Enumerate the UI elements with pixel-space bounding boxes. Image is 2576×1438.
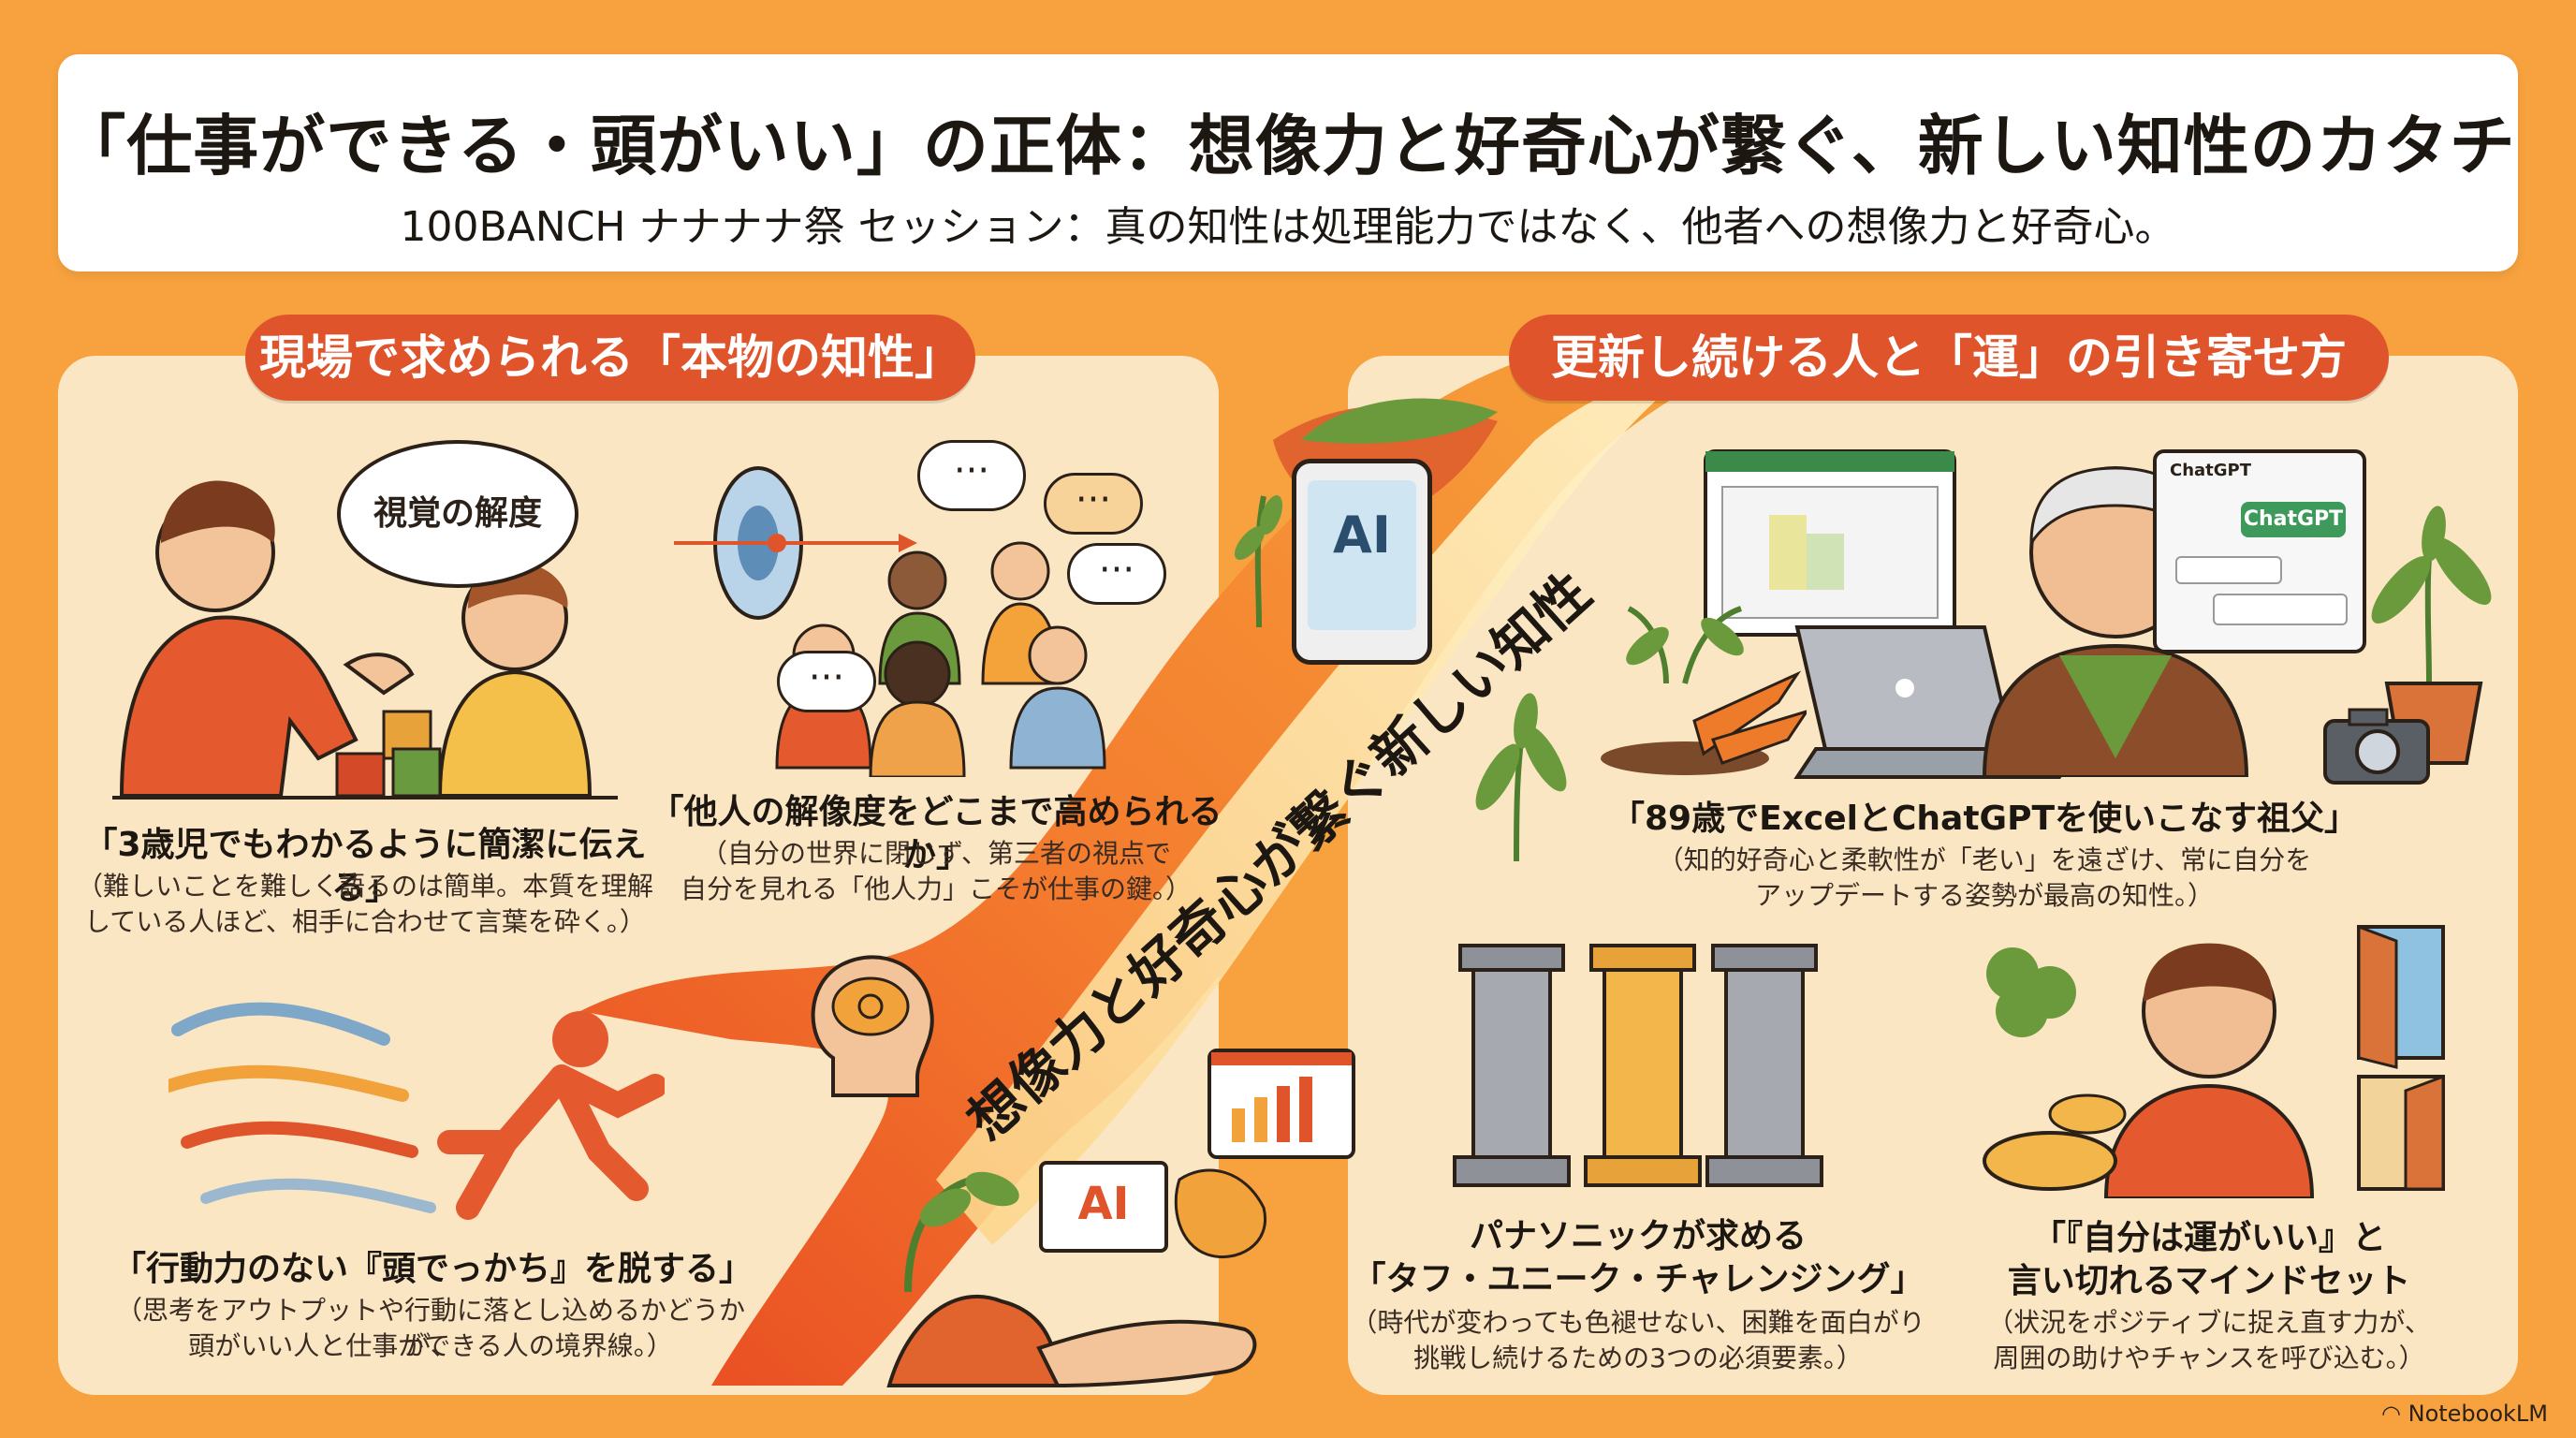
- main-title: 「仕事ができる・頭がいい」の正体：想像力と好奇心が繋ぐ、新しい知性のカタチ: [60, 108, 2516, 184]
- chatgpt-button: ChatGPT: [2241, 502, 2346, 537]
- adult-child-illustration: [112, 480, 618, 800]
- left-item1-body-line2: している人ほど、相手に合わせて言葉を砕く。）: [84, 906, 646, 937]
- right-item2-body-line1: （時代が変わっても色褪せない、困難を面白がり: [1351, 1307, 1925, 1338]
- left-section-heading: 現場で求められる「本物の知性」: [245, 315, 975, 401]
- left-item3-body-line1: （思考をアウトプットや行動に落とし込めるかどうかが、: [115, 1295, 745, 1361]
- camera-icon: [2323, 708, 2430, 785]
- right-item2-body-line2: 挑戦し続けるための3つの必須要素。）: [1413, 1343, 1863, 1373]
- right-item3-body-line1: （状況をポジティブに捉え直す力が、: [1987, 1307, 2431, 1338]
- hands-plant-illustration: [886, 1168, 1267, 1388]
- three-pillars-illustration: [1453, 944, 1823, 1187]
- right-item1-body-line1: （知的好奇心と柔軟性が「老い」を遠ざけ、常に自分を: [1657, 844, 2312, 875]
- ai-sign-label: AI: [1077, 1178, 1130, 1230]
- brain-head-icon: [811, 955, 934, 1097]
- brand-label: NotebookLM: [2408, 1401, 2548, 1427]
- tablet-icon: AI: [1292, 459, 1432, 665]
- runner-illustration: [168, 1002, 665, 1220]
- carrot-plant-illustration: [1601, 606, 1807, 775]
- left-item2-body-line2: 自分を見れる「他人力」こそが仕事の鍵。）: [680, 873, 1192, 904]
- right-item3-body-line2: 周囲の助けやチャンスを呼び込む。）: [1993, 1343, 2425, 1373]
- chat-bubble-icon: ···: [1044, 473, 1143, 535]
- left-item3-body-line2: 頭がいい人と仕事ができる人の境界線。）: [188, 1330, 673, 1361]
- left-item1-title: 「3歳児でもわかるように簡潔に伝える」: [83, 826, 647, 907]
- title-card: 「仕事ができる・頭がいい」の正体：想像力と好奇心が繋ぐ、新しい知性のカタチ 10…: [58, 54, 2518, 271]
- plant-icon: [1234, 495, 1283, 627]
- right-item3-title-line1: 「『自分は運がいい』と: [2031, 1219, 2386, 1257]
- ai-sign-icon: AI: [1039, 1161, 1168, 1253]
- chart-window-icon: [1208, 1049, 1355, 1159]
- chat-window-title: ChatGPT: [2170, 461, 2252, 480]
- left-item3-title: 「行動力のない『頭でっかち』を脱する」: [112, 1250, 754, 1288]
- plant-icon: [1475, 693, 1567, 861]
- notebooklm-brand: ◠ NotebookLM: [2381, 1401, 2548, 1427]
- left-item2-title: 「他人の解像度をどこまで高められるか」: [650, 793, 1222, 874]
- lens-group-illustration: [674, 466, 1106, 777]
- right-item2-title-line2: 「タフ・ユニーク・チャレンジング」: [1352, 1260, 1925, 1299]
- right-section-heading: 更新し続ける人と「運」の引き寄せ方: [1509, 315, 2389, 401]
- right-item2-title-line1: パナソニックが求める: [1469, 1217, 1807, 1255]
- river-glow: [936, 374, 1685, 1245]
- notebooklm-logo-icon: ◠: [2381, 1401, 2408, 1427]
- left-item2-body-line1: （自分の世界に閉じず、第三者の視点で: [700, 838, 1172, 869]
- chatgpt-window: ChatGPT ChatGPT: [2153, 449, 2366, 653]
- right-item1-title: 「89歳でExcelとChatGPTを使いこなす祖父」: [1610, 800, 2359, 838]
- lucky-person-illustration: [1983, 924, 2445, 1198]
- right-item1-body-line2: アップデートする姿勢が最高の知性。）: [1754, 880, 2214, 911]
- tablet-label: AI: [1333, 506, 1391, 565]
- chat-bubble-icon: ···: [1067, 543, 1166, 605]
- right-item3-title-line2: 言い切れるマインドセット: [2007, 1262, 2411, 1300]
- hill-grass: [1301, 398, 1498, 444]
- left-item1-body-line1: （難しいことを難しく語るのは簡単。本質を理解: [76, 871, 653, 902]
- subtitle: 100BANCH ナナナナ祭 セッション：真の知性は処理能力ではなく、他者への想…: [400, 203, 2176, 251]
- potted-plant-icon: [2371, 506, 2492, 765]
- chat-bubble-icon: ···: [917, 440, 1026, 511]
- chat-bubble-icon: ···: [777, 651, 876, 712]
- speech-bubble: 視覚の解度: [337, 440, 578, 588]
